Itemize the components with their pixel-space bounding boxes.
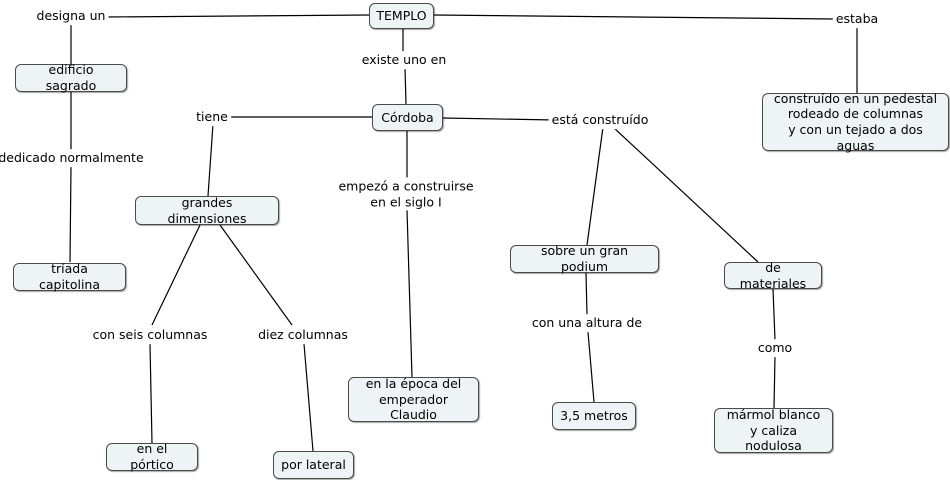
link-label-dedicado-normalmente: dedicado normalmente [0,149,147,167]
node-portico[interactable]: en el pórtico [106,441,198,472]
link-label-seis-columnas: con seis columnas [89,326,211,344]
node-por-lateral[interactable]: por lateral [273,451,354,479]
node-metros[interactable]: 3,5 metros [552,402,636,430]
line-grandes-seis [151,224,201,326]
node-cordoba[interactable]: Córdoba [372,104,443,131]
link-label-como: como [754,339,796,357]
link-label-existe-uno-en: existe uno en [358,51,450,69]
line-existe-cordoba [404,67,407,105]
line-grandes-diez [219,224,293,326]
link-label-estaba: estaba [832,10,882,28]
line-como-marmol [773,355,776,409]
line-construido-materiales [612,126,759,263]
line-construido-podium [586,126,604,246]
line-seis-portico [149,343,153,444]
node-pedestal[interactable]: construído en un pedestal rodeado de col… [762,91,949,153]
node-marmol-caliza[interactable]: mármol blanco y caliza nodulosa [714,407,833,453]
node-epoca-claudio[interactable]: en la época del emperador Claudio [348,376,479,422]
node-edificio-sagrado[interactable]: edificio sagrado [15,62,127,93]
line-templo-designa [105,14,371,18]
link-label-tiene: tiene [193,108,231,126]
line-materiales-como [772,288,776,341]
node-gran-podium[interactable]: sobre un gran podium [510,243,659,274]
line-dedicado-triada [69,165,72,263]
line-podium-altura [585,272,588,316]
node-de-materiales[interactable]: de materiales [724,260,822,291]
line-empezo-epoca [406,209,413,378]
line-diez-lateral [303,343,314,452]
link-label-designa-un: designa un [33,7,109,25]
link-label-altura: con una altura de [528,314,646,332]
link-label-empezo-construirse: empezó a construirse en el siglo I [335,177,477,211]
node-templo[interactable]: TEMPLO [369,3,434,29]
line-cordoba-construido [442,117,556,121]
link-label-esta-construido: está construído [548,111,652,129]
node-grandes-dimensiones[interactable]: grandes dimensiones [135,195,279,226]
line-altura-metros [587,331,595,403]
link-label-diez-columnas: diez columnas [255,326,351,344]
line-tiene-grandes [207,123,214,197]
node-triada-capitolina[interactable]: tríada capitolina [13,261,126,292]
line-templo-estaba [433,14,836,20]
